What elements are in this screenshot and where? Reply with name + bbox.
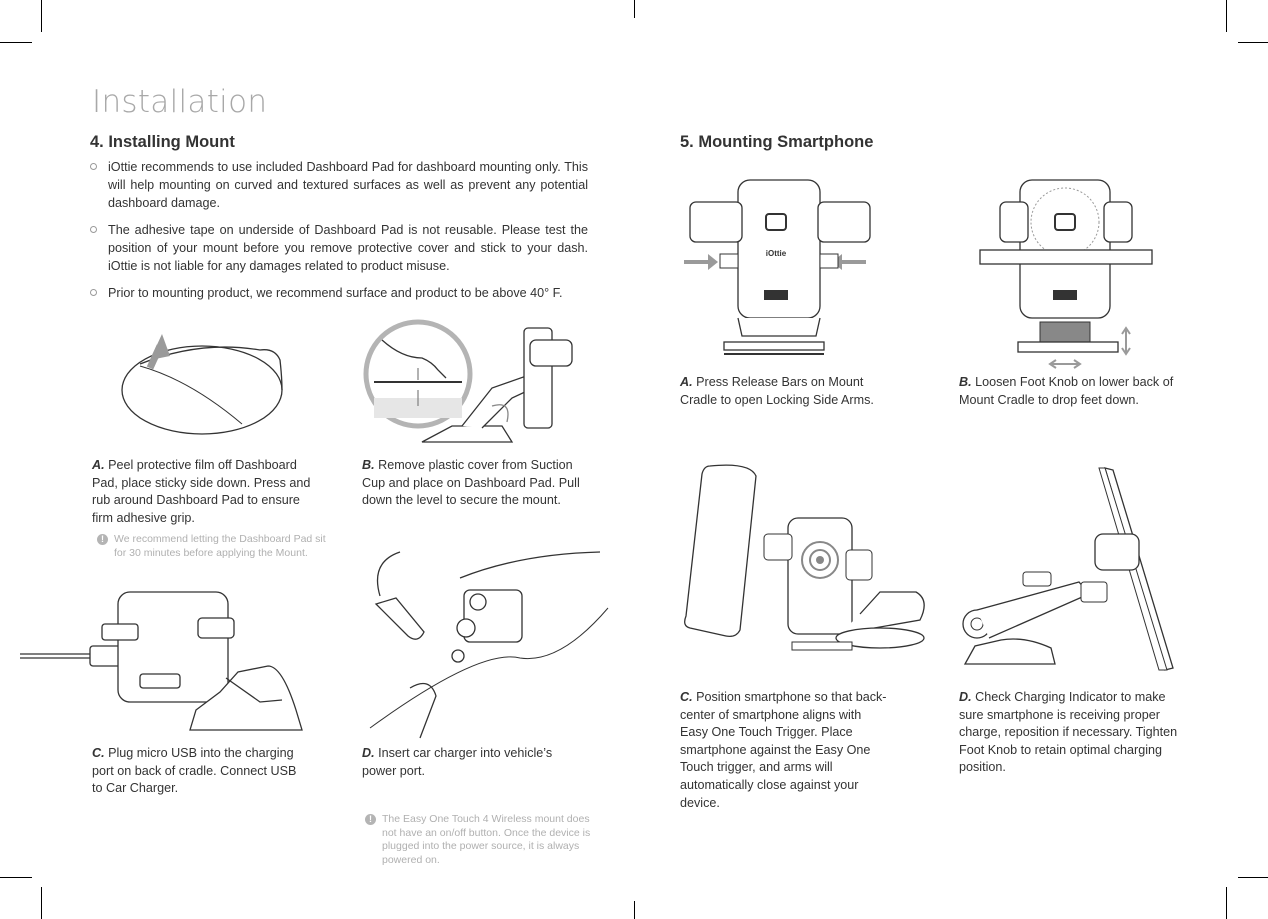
step-5b-caption: B. Loosen Foot Knob on lower back of Mou… — [959, 375, 1174, 407]
section-5-title: 5. Mounting Smartphone — [680, 133, 874, 151]
list-item: Prior to mounting product, we recommend … — [90, 284, 588, 302]
crop-mark — [1226, 0, 1227, 32]
car-charger-illustration — [369, 551, 609, 739]
svg-text:iOttie: iOttie — [766, 249, 787, 258]
list-item: iOttie recommends to use included Dashbo… — [90, 158, 588, 212]
step-5d-caption: D. Check Charging Indicator to make sure… — [959, 690, 1178, 775]
crop-mark — [41, 887, 42, 919]
step-4a-note: !We recommend letting the Dashboard Pad … — [96, 533, 336, 560]
list-item: The adhesive tape on underside of Dashbo… — [90, 221, 588, 275]
crop-mark — [634, 0, 635, 18]
dashboard-pad-illustration — [121, 334, 283, 435]
page-title: Installation — [92, 84, 268, 120]
step-4d-note: !The Easy One Touch 4 Wireless mount doe… — [364, 813, 600, 867]
section-4-title: 4. Installing Mount — [90, 133, 235, 151]
release-bars-illustration: iOttie — [684, 179, 871, 355]
crop-mark — [0, 877, 32, 878]
crop-mark — [0, 42, 32, 43]
info-icon: ! — [97, 534, 108, 545]
charging-indicator-illustration — [962, 467, 1174, 671]
crop-mark — [1238, 877, 1268, 878]
step-4b-caption: B. Remove plastic cover from Suction Cup… — [362, 458, 580, 508]
step-4d-caption: D. Insert car charger into vehicle’s pow… — [362, 746, 553, 778]
step-4a-caption: A. Peel protective film off Dashboard Pa… — [92, 458, 311, 525]
crop-mark — [41, 0, 42, 32]
step-4c-caption: C. Plug micro USB into the charging port… — [92, 746, 297, 796]
usb-cradle-illustration — [20, 591, 303, 731]
suction-cup-illustration — [363, 319, 573, 443]
bullet-icon — [90, 289, 97, 296]
step-5a-caption: A. Press Release Bars on Mount Cradle to… — [680, 375, 874, 407]
crop-mark — [634, 901, 635, 919]
recommendation-list: iOttie recommends to use included Dashbo… — [90, 158, 588, 311]
bullet-icon — [90, 163, 97, 170]
info-icon: ! — [365, 814, 376, 825]
phone-placement-illustration — [684, 464, 925, 651]
foot-knob-illustration: iOttie — [979, 179, 1153, 369]
bullet-icon — [90, 226, 97, 233]
crop-mark — [1238, 42, 1268, 43]
crop-mark — [1226, 887, 1227, 919]
step-5c-caption: C. Position smartphone so that back-cent… — [680, 690, 887, 810]
